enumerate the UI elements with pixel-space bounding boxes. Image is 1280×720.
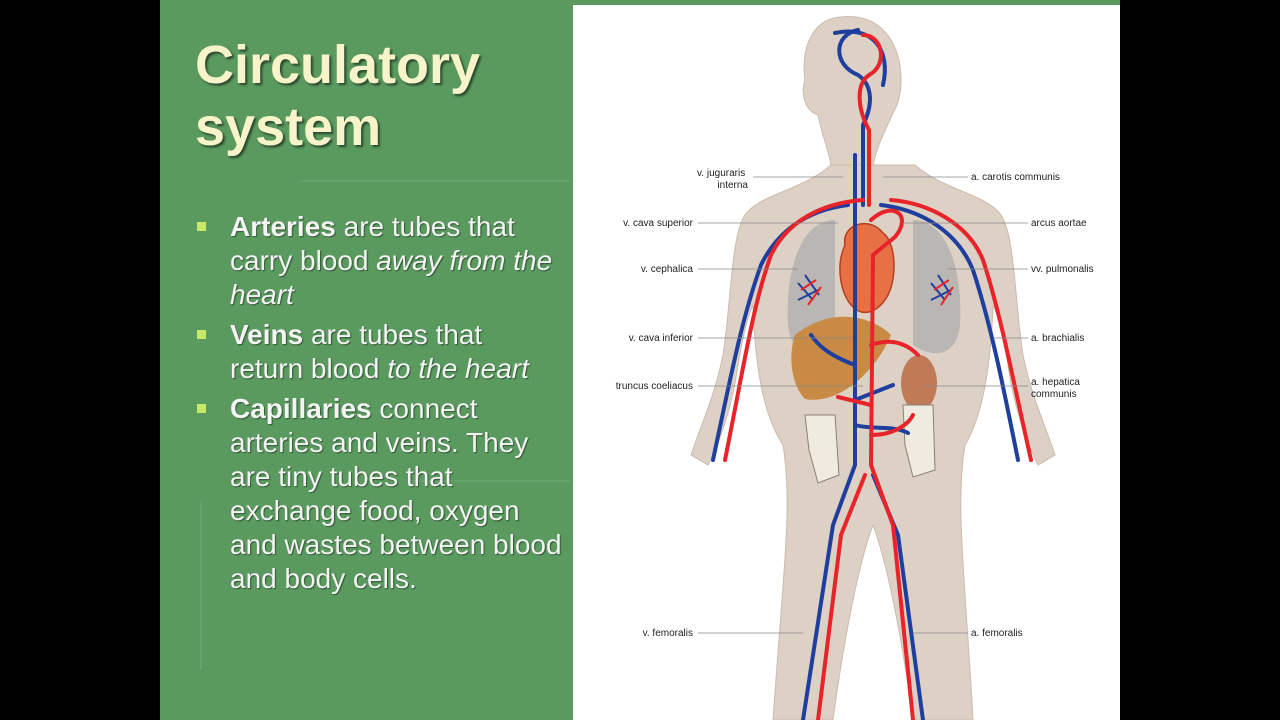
bullet-item-veins: Veins are tubes that return blood to the… — [193, 318, 563, 386]
bullet-text: are tubes that carry blood — [230, 211, 515, 276]
label-line: communis — [1031, 389, 1077, 400]
vein-head — [837, 28, 872, 207]
label-line: a. hepatica — [1031, 377, 1080, 388]
large-intestine-right — [902, 404, 936, 478]
leader-lines — [698, 176, 1028, 634]
bullet-term: Veins — [230, 319, 304, 350]
label-a-brachialis: a. brachialis — [1031, 333, 1084, 344]
label-arcus-aortae: arcus aortae — [1031, 218, 1087, 229]
slide: Circulatory system Arteries are tubes th… — [160, 0, 1120, 720]
title-line-2: system — [195, 97, 382, 157]
circulatory-diagram: v. juguraris interna v. cava superior v.… — [573, 5, 1120, 720]
bullet-emphasis: away from the heart — [230, 245, 553, 310]
bullet-item-capillaries: Capillaries connect arteries and veins. … — [193, 392, 563, 596]
bullet-item-arteries: Arteries are tubes that carry blood away… — [193, 210, 563, 312]
circulatory-diagram-svg: v. juguraris interna v. cava superior v.… — [616, 16, 1094, 720]
artery-right-arm — [723, 198, 865, 462]
label-a-hepatica-communis: a. hepatica communis — [1031, 377, 1083, 400]
lung-capillaries — [797, 274, 954, 306]
label-v-cephalica: v. cephalica — [641, 264, 694, 275]
labels-left: v. juguraris interna v. cava superior v.… — [616, 168, 749, 639]
bullet-square-icon — [197, 330, 206, 339]
veins — [711, 28, 1020, 720]
vein-left-arm — [879, 203, 1020, 462]
arteries — [723, 33, 1033, 720]
slide-title: Circulatory system — [195, 34, 480, 158]
artery-left-arm — [889, 198, 1033, 462]
background-decoration — [200, 500, 202, 670]
label-v-juguraris-interna: v. juguraris interna — [697, 168, 748, 191]
bullet-emphasis: to the heart — [387, 353, 529, 384]
label-a-femoralis: a. femoralis — [971, 628, 1023, 639]
aorta — [868, 208, 915, 720]
lungs — [787, 220, 961, 354]
artery-branch — [836, 339, 920, 437]
bullet-term: Arteries — [230, 211, 336, 242]
label-v-cava-inferior: v. cava inferior — [629, 333, 694, 344]
large-intestine-left — [804, 414, 840, 484]
background-decoration — [410, 480, 570, 482]
bullet-text: are tubes that return blood — [230, 319, 483, 384]
vena-cava — [801, 153, 857, 720]
label-vv-pulmonalis: vv. pulmonalis — [1031, 264, 1094, 275]
artery-head — [857, 33, 883, 207]
head-shape — [802, 16, 902, 171]
kidney — [901, 355, 937, 411]
bullet-square-icon — [197, 222, 206, 231]
artery-right-leg — [816, 473, 867, 720]
label-a-carotis-communis: a. carotis communis — [971, 172, 1060, 183]
label-v-cava-superior: v. cava superior — [623, 218, 694, 229]
bullet-term: Capillaries — [230, 393, 372, 424]
bullet-square-icon — [197, 404, 206, 413]
label-line: interna — [717, 180, 748, 191]
title-line-1: Circulatory — [195, 35, 481, 95]
vein-branch — [809, 333, 910, 435]
capillary-artery — [800, 279, 822, 306]
heart — [839, 222, 895, 314]
bullet-text: connect arteries and veins. They are tin… — [230, 393, 562, 594]
bullet-list: Arteries are tubes that carry blood away… — [193, 210, 563, 602]
capillary-artery — [933, 279, 954, 306]
background-decoration — [300, 180, 570, 182]
label-truncus-coeliacus: truncus coeliacus — [616, 381, 693, 392]
left-lung — [913, 220, 961, 354]
labels-right: a. carotis communis arcus aortae vv. pul… — [971, 172, 1094, 639]
right-lung — [787, 220, 835, 354]
label-line: v. juguraris — [697, 168, 745, 179]
label-v-femoralis: v. femoralis — [643, 628, 693, 639]
